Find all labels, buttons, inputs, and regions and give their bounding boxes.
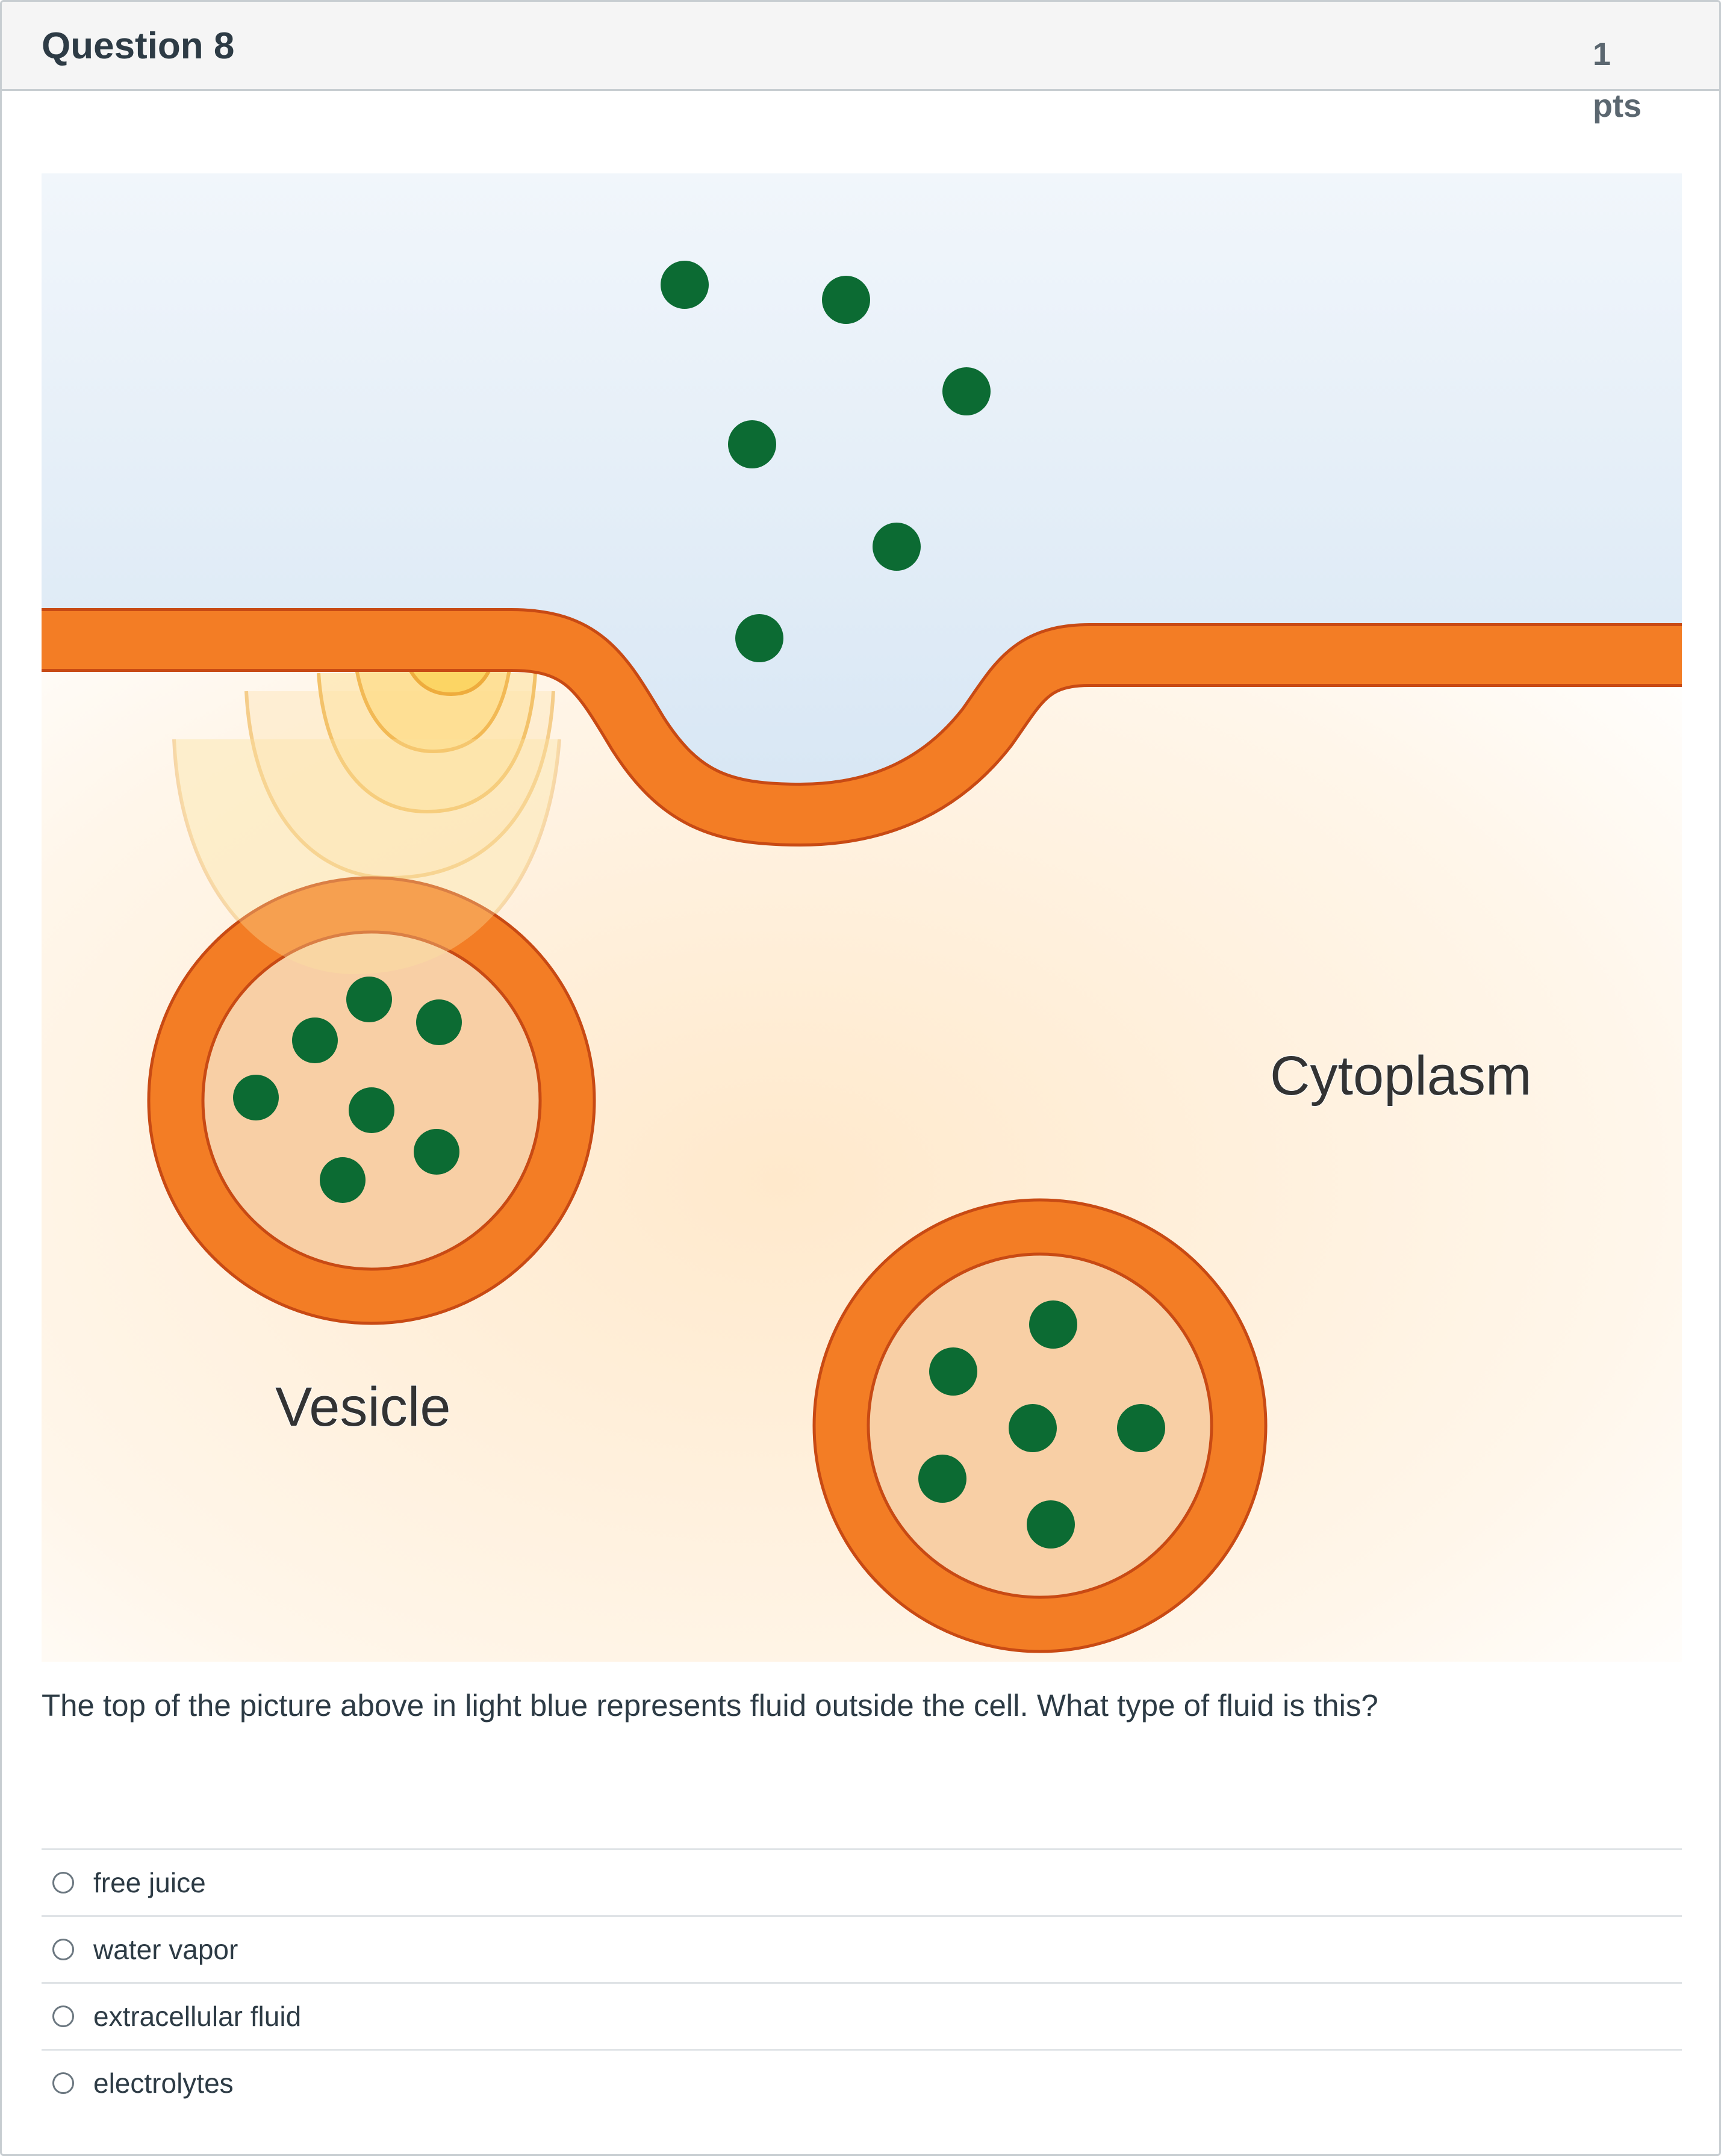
answer-option-electrolytes[interactable]: electrolytes: [42, 2049, 1682, 2116]
endocytosis-figure: Cytoplasm Vesicle: [42, 173, 1682, 1662]
cytoplasm-label: Cytoplasm: [1270, 1045, 1532, 1107]
answer-option-water-vapor[interactable]: water vapor: [42, 1915, 1682, 1982]
question-text: The top of the picture above in light bl…: [42, 1688, 1378, 1723]
answer-label: extracellular fluid: [93, 2001, 302, 2032]
radio-button[interactable]: [52, 1872, 74, 1893]
radio-button[interactable]: [52, 2072, 74, 2094]
radio-button[interactable]: [52, 2005, 74, 2027]
answer-list: free juice water vapor extracellular flu…: [42, 1848, 1682, 2116]
points-value: 1: [1593, 36, 1611, 72]
question-points: 1 pts: [1593, 28, 1653, 132]
radio-button[interactable]: [52, 1939, 74, 1960]
vesicle-right: [812, 1198, 1268, 1653]
answer-option-free-juice[interactable]: free juice: [42, 1848, 1682, 1915]
vesicle-left: [147, 876, 596, 1325]
extracellular-particles: [661, 261, 991, 662]
question-header: Question 8 1 pts: [2, 2, 1719, 124]
points-unit: pts: [1593, 88, 1642, 124]
answer-label: water vapor: [93, 1934, 238, 1965]
secretion-overlay: [174, 739, 559, 974]
vesicle-label: Vesicle: [275, 1376, 451, 1438]
answer-label: free juice: [93, 1867, 206, 1898]
answer-label: electrolytes: [93, 2067, 234, 2099]
answer-option-extracellular-fluid[interactable]: extracellular fluid: [42, 1982, 1682, 2049]
question-title: Question 8: [42, 25, 235, 67]
plasma-membrane: [42, 608, 1682, 847]
endocytosis-diagram: Cytoplasm Vesicle: [42, 173, 1682, 1662]
